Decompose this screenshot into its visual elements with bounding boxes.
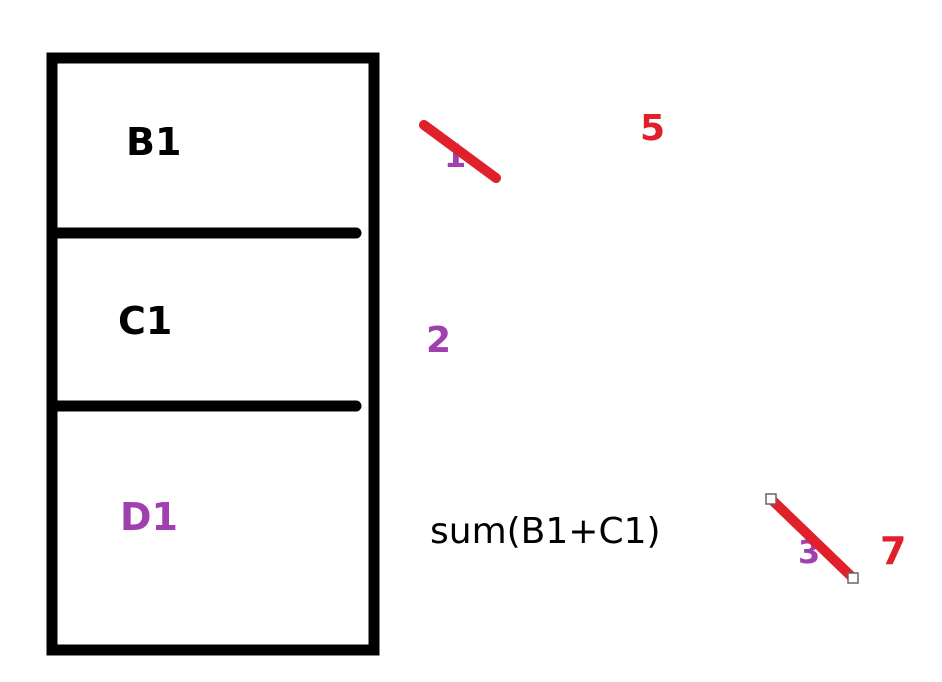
b1-strike-mark — [419, 120, 501, 183]
strike-handle-start[interactable] — [765, 493, 777, 505]
d1-new-value: 7 — [880, 529, 906, 573]
cell-label-c1: C1 — [118, 299, 172, 343]
cell-label-b1: B1 — [126, 120, 181, 164]
strike-handle-end[interactable] — [847, 572, 859, 584]
b1-new-value: 5 — [640, 108, 665, 149]
cell-stack-outline — [46, 52, 380, 656]
cell-label-d1: D1 — [120, 495, 178, 539]
c1-value: 2 — [426, 320, 451, 361]
d1-strike-mark[interactable] — [766, 494, 858, 583]
d1-formula: sum(B1+C1) — [430, 511, 661, 552]
